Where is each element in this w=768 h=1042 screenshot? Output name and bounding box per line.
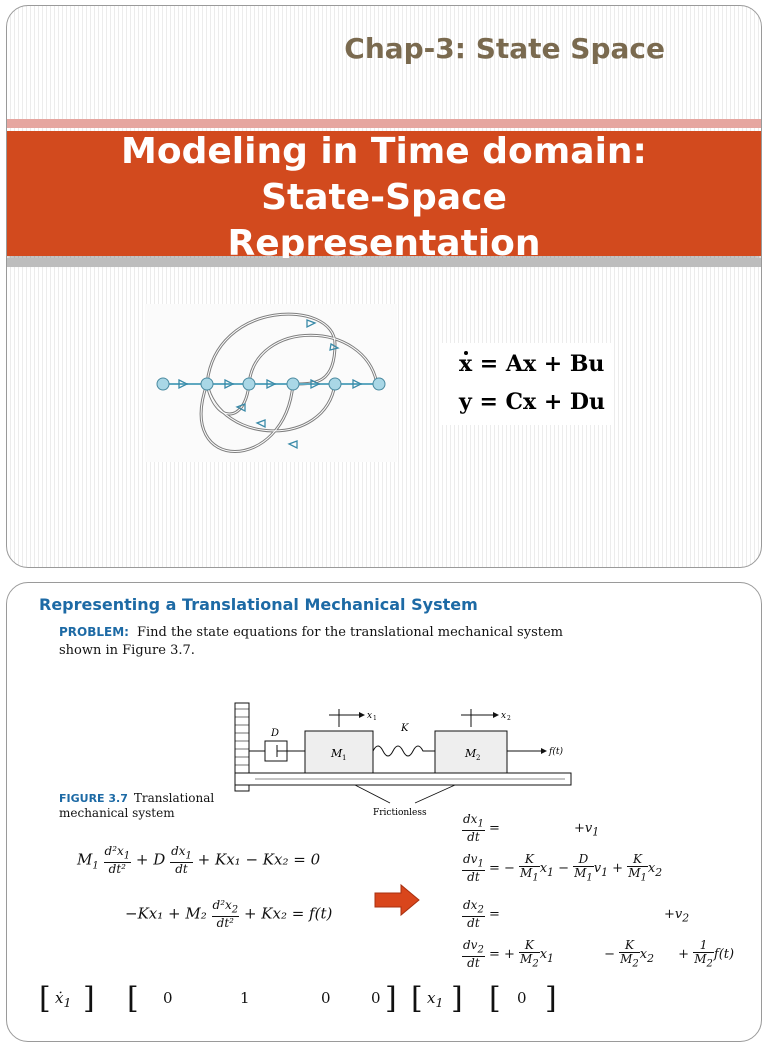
sfg-branch-upper-inner (247, 333, 379, 385)
force-label: f(t) (548, 746, 563, 757)
sfg-arrowheads (178, 319, 363, 450)
damper-label: D (270, 728, 279, 739)
svg-text:1: 1 (373, 715, 377, 722)
mass2-label: M (464, 747, 477, 760)
eq2-tail: + Kx₂ = f(t) (243, 904, 333, 923)
x1-label: x (367, 711, 372, 721)
svg-text:2: 2 (476, 754, 480, 762)
svg-text:1: 1 (342, 754, 346, 762)
accent-line (7, 119, 761, 128)
figure-label: FIGURE 3.7 (59, 792, 128, 805)
translational-mechanical-system: D M 1 K M 2 f(t) x 1 x 2 Frictionless (234, 702, 572, 818)
problem-statement: PROBLEM:Find the state equations for the… (59, 623, 599, 660)
banner-line-3: Representation (227, 223, 541, 264)
banner-title: Modeling in Time domain: State-Space Rep… (7, 129, 761, 267)
title-banner (7, 131, 761, 256)
problem-label: PROBLEM: (59, 625, 129, 639)
sfg-branch-upper-outer (205, 312, 337, 386)
spring-label: K (400, 723, 409, 734)
matrix-a-r1c4: 0 (371, 989, 381, 1007)
matrix-a-r1c3: 0 (321, 989, 331, 1007)
matrix-a-r1c2: 1 (240, 989, 250, 1007)
problem-text: Find the state equations for the transla… (59, 625, 563, 658)
matrix-b-r1: 0 (517, 989, 527, 1007)
matrix-a-r1c1: 0 (163, 989, 173, 1007)
problem-slide: Representing a Translational Mechanical … (6, 582, 762, 1042)
signal-flow-graph (145, 304, 397, 462)
figure-caption-text: Translational mechanical system (59, 791, 215, 820)
mass1-label: M (330, 747, 343, 760)
frictionless-label: Frictionless (373, 808, 427, 818)
svg-text:2: 2 (507, 715, 511, 722)
state-matrix-equation: [ ẋ1 ] [ 0 1 0 0 ] [ x1 ] [ 0 ] (39, 981, 557, 1016)
right-arrow-icon (374, 883, 420, 917)
banner-line-2: State-Space (261, 177, 507, 218)
sfg-nodes (156, 377, 386, 391)
eq1-tail: + Kx₁ − Kx₂ = 0 (197, 850, 321, 869)
title-slide: Chap-3: State Space Modeling in Time dom… (6, 5, 762, 568)
chapter-title: Chap-3: State Space (344, 32, 665, 65)
x2-label: x (501, 711, 506, 721)
output-equation: y = Cx + Du (459, 389, 605, 415)
eq2-head: −Kx₁ + M₂ (125, 904, 207, 923)
sfg-branch-lower-inner (205, 383, 337, 433)
state-space-equations: x = Ax + Bu y = Cx + Du (439, 343, 613, 425)
section-title: Representing a Translational Mechanical … (39, 595, 478, 614)
state-equation: x = Ax + Bu (459, 351, 605, 377)
banner-line-1: Modeling in Time domain: (121, 131, 647, 172)
banner-shadow-bar (7, 258, 761, 267)
